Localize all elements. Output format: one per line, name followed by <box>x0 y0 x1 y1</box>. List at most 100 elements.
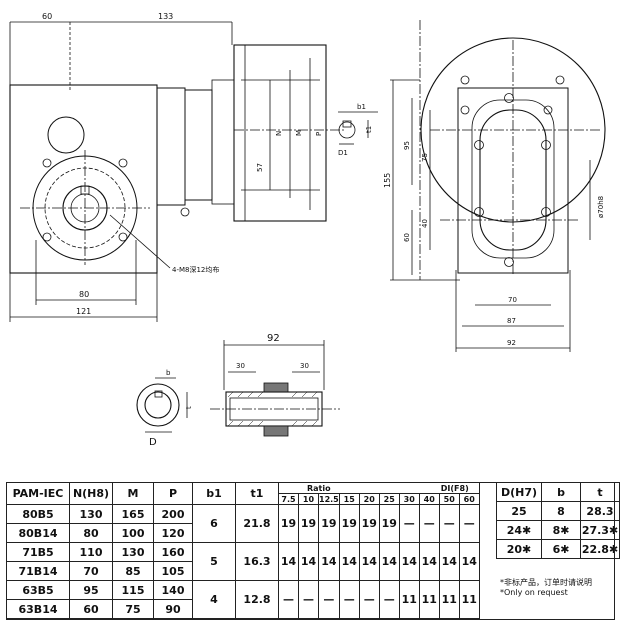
spec-cell-pam: 80B14 <box>6 523 70 543</box>
shaft-cell: 20✱ <box>496 539 542 559</box>
left-view: 60 133 57 N M P b1 t1 D1 <box>9 12 378 322</box>
header-pam: PAM-IEC <box>6 482 70 505</box>
shaft-cell: 28.3 <box>580 501 620 521</box>
header-b1: b1 <box>192 482 236 505</box>
dim-M: M <box>295 130 303 136</box>
dim-N: N <box>275 131 283 136</box>
dim-30-right: 30 <box>300 362 309 370</box>
shaft-cell: 22.8✱ <box>580 539 620 559</box>
spec-cell-m: 115 <box>112 580 154 600</box>
dim-155: 155 <box>383 173 392 188</box>
spec-cell-p: 90 <box>153 599 193 619</box>
spec-cell-di: 14 <box>278 542 299 581</box>
spec-cell-n: 130 <box>69 504 113 524</box>
spec-table: PAM-IEC N(H8) M P b1 t1 Ratio DI(F8) 7.5… <box>6 482 480 619</box>
ratio-label: Ratio <box>307 483 331 493</box>
spec-cell-t1: 12.8 <box>235 580 279 619</box>
spec-cell-m: 75 <box>112 599 154 619</box>
spec-cell-p: 120 <box>153 523 193 543</box>
ratio-header-cell: 15 <box>338 493 360 505</box>
spec-cell-n: 70 <box>69 561 113 581</box>
shaft-detail: b t D 92 30 30 <box>136 333 340 448</box>
dim-t1: t1 <box>365 126 373 133</box>
dim-95: 95 <box>403 141 411 150</box>
spec-cell-n: 60 <box>69 599 113 619</box>
spec-cell-di: 14 <box>378 542 400 581</box>
dim-80: 80 <box>79 290 89 299</box>
spec-cell-m: 165 <box>112 504 154 524</box>
shaft-header-t: t <box>580 482 620 502</box>
spec-cell-di: — <box>418 504 440 543</box>
ratio-header-cell: 20 <box>358 493 380 505</box>
spec-cell-b1: 5 <box>192 542 236 581</box>
dim-70h8: ø70h8 <box>597 196 605 218</box>
spec-cell-pam: 63B5 <box>6 580 70 600</box>
spec-cell-di: — <box>278 580 299 619</box>
shaft-cell: 27.3✱ <box>580 520 620 540</box>
spec-cell-di: — <box>458 504 480 543</box>
spec-cell-m: 130 <box>112 542 154 562</box>
ratio-header-cell: 7.5 <box>278 493 299 505</box>
spec-cell-p: 105 <box>153 561 193 581</box>
spec-cell-t1: 16.3 <box>235 542 279 581</box>
spec-cell-di: 11 <box>398 580 420 619</box>
header-ratio-di: Ratio DI(F8) <box>278 482 480 494</box>
spec-cell-n: 80 <box>69 523 113 543</box>
spec-cell-di: — <box>438 504 460 543</box>
spec-cell-di: 14 <box>418 542 440 581</box>
spec-cell-n: 110 <box>69 542 113 562</box>
spec-cell-m: 85 <box>112 561 154 581</box>
spec-cell-p: 140 <box>153 580 193 600</box>
spec-cell-t1: 21.8 <box>235 504 279 543</box>
spec-cell-di: — <box>358 580 380 619</box>
dim-40: 40 <box>421 219 429 228</box>
ratio-header-cell: 40 <box>418 493 440 505</box>
spec-cell-di: 14 <box>318 542 340 581</box>
spec-cell-di: 11 <box>458 580 480 619</box>
spec-cell-di: — <box>318 580 340 619</box>
spec-cell-n: 95 <box>69 580 113 600</box>
spec-cell-di: 11 <box>418 580 440 619</box>
shaft-row: 20✱6✱22.8✱ <box>496 539 620 559</box>
shaft-header-d: D(H7) <box>496 482 542 502</box>
spec-cell-b1: 6 <box>192 504 236 543</box>
shaft-row: 24✱8✱27.3✱ <box>496 520 620 540</box>
dim-121: 121 <box>76 307 91 316</box>
spec-cell-p: 160 <box>153 542 193 562</box>
note-en: *Only on request <box>500 588 568 597</box>
dim-87: 87 <box>507 317 516 325</box>
shaft-header-b: b <box>541 482 581 502</box>
dim-P: P <box>315 132 323 136</box>
spec-cell-di: — <box>298 580 319 619</box>
dim-b-shaft: b <box>166 369 171 377</box>
dim-133-top: 133 <box>158 12 173 21</box>
spec-cell-di: 19 <box>338 504 360 543</box>
spec-cell-di: 19 <box>358 504 380 543</box>
dim-30-left: 30 <box>236 362 245 370</box>
dim-D1: D1 <box>338 149 348 157</box>
spec-cell-pam: 71B5 <box>6 542 70 562</box>
shaft-cell: 25 <box>496 501 542 521</box>
dim-92-right: 92 <box>507 339 516 347</box>
spec-cell-di: 19 <box>298 504 319 543</box>
hole-note: 4-M8深12均布 <box>172 265 219 274</box>
dim-70: 70 <box>508 296 517 304</box>
ratio-header-cell: 30 <box>398 493 420 505</box>
ratio-header-cell: 12.5 <box>318 493 340 505</box>
spec-cell-m: 100 <box>112 523 154 543</box>
spec-cell-di: 14 <box>438 542 460 581</box>
header-t1: t1 <box>235 482 279 505</box>
spec-cell-di: 14 <box>458 542 480 581</box>
spec-cell-pam: 71B14 <box>6 561 70 581</box>
header-p: P <box>153 482 193 505</box>
di-label: DI(F8) <box>440 483 469 493</box>
spec-cell-pam: 63B14 <box>6 599 70 619</box>
